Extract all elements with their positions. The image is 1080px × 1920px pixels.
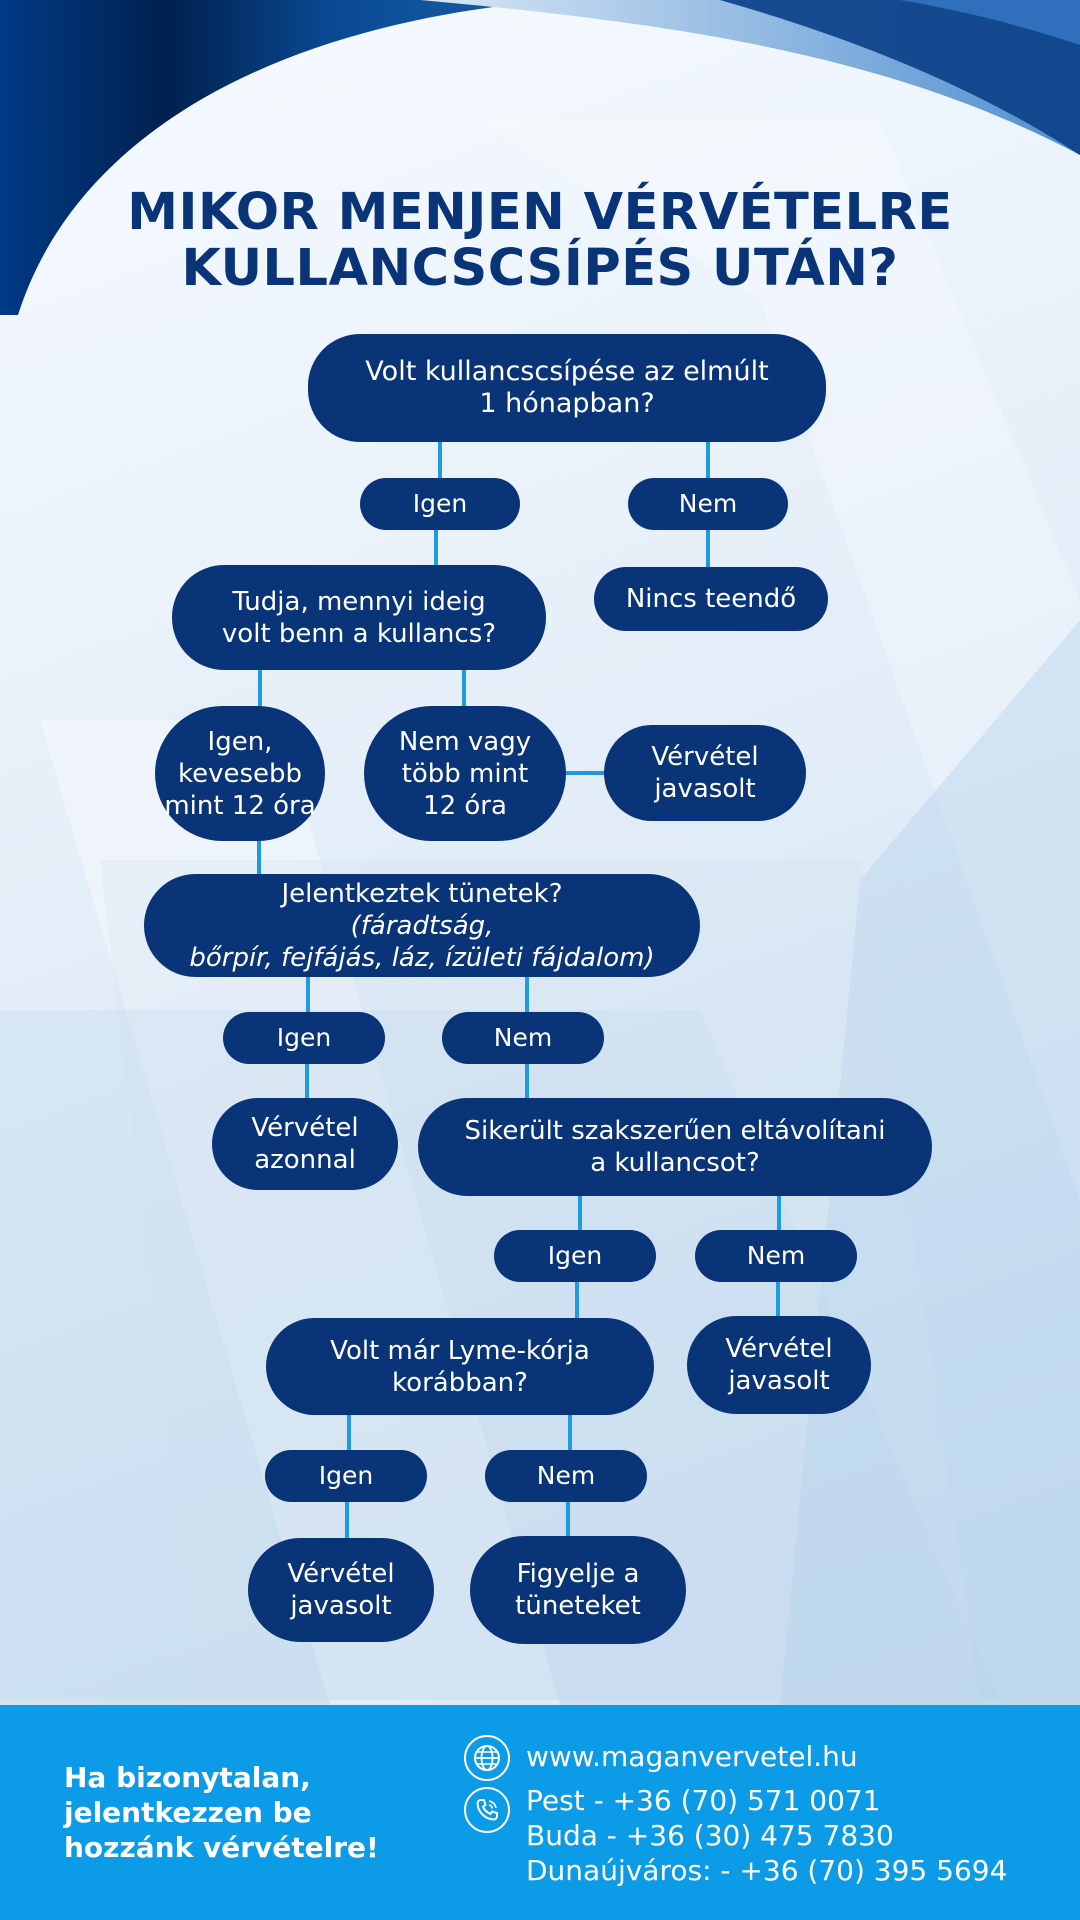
result-blood-test-recommended: Vérvétel javasolt xyxy=(687,1316,871,1414)
connector xyxy=(438,440,442,482)
answer-text: Igen, xyxy=(207,726,273,757)
connector xyxy=(706,528,710,568)
connector xyxy=(706,440,710,482)
connector xyxy=(434,528,438,566)
answer-no: Nem xyxy=(628,478,788,530)
result-text: Vérvétel xyxy=(651,742,759,772)
result-text: javasolt xyxy=(654,774,756,804)
result-blood-test-recommended: Vérvétel javasolt xyxy=(604,725,806,821)
footer: Ha bizonytalan, jelentkezzen be hozzánk … xyxy=(0,1705,1080,1920)
answer-under-12-hours: Igen, kevesebb mint 12 óra xyxy=(155,706,325,841)
answer-label: Nem xyxy=(493,1023,553,1052)
question-tick-bite: Volt kullancscsípése az elmúlt 1 hónapba… xyxy=(308,334,826,442)
cta-text: Ha bizonytalan, xyxy=(64,1761,311,1794)
connector xyxy=(525,1062,529,1100)
cta-text: hozzánk vérvételre! xyxy=(64,1831,379,1864)
answer-no: Nem xyxy=(485,1450,647,1502)
phone-icon xyxy=(464,1787,510,1833)
phone-pest[interactable]: Pest - +36 (70) 571 0071 xyxy=(526,1784,881,1817)
answer-label: Igen xyxy=(318,1461,374,1490)
connector xyxy=(258,668,262,708)
connector xyxy=(568,1413,572,1451)
question-symptoms: Jelentkeztek tünetek? (fáradtság, bőrpír… xyxy=(144,874,700,977)
answer-label: Igen xyxy=(276,1023,332,1052)
connector xyxy=(347,1413,351,1451)
globe-icon xyxy=(464,1735,510,1781)
question-text: Sikerült szakszerűen eltávolítani xyxy=(464,1116,886,1146)
footer-call-to-action: Ha bizonytalan, jelentkezzen be hozzánk … xyxy=(64,1760,424,1865)
question-text: Volt már Lyme-kórja xyxy=(330,1335,590,1366)
question-tick-removed: Sikerült szakszerűen eltávolítani a kull… xyxy=(418,1098,932,1196)
title-line-2: KULLANCSCSÍPÉS UTÁN? xyxy=(181,239,899,298)
question-text: korábban? xyxy=(392,1367,528,1398)
answer-no: Nem xyxy=(442,1012,604,1064)
answer-label: Igen xyxy=(412,489,468,518)
result-text: Vérvétel xyxy=(251,1113,359,1143)
title-line-1: MIKOR MENJEN VÉRVÉTELRE xyxy=(127,183,953,242)
result-nothing-to-do: Nincs teendő xyxy=(594,567,828,631)
result-text: Nincs teendő xyxy=(625,584,797,614)
result-text: javasolt xyxy=(728,1366,830,1396)
result-text: Vérvétel xyxy=(287,1559,395,1589)
question-text-italic: bőrpír, fejfájás, láz, ízületi fájdalom) xyxy=(189,942,655,973)
answer-yes: Igen xyxy=(360,478,520,530)
connector xyxy=(776,1280,780,1318)
cta-text: jelentkezzen be xyxy=(64,1796,312,1829)
phone-row: Pest - +36 (70) 571 0071 Buda - +36 (30)… xyxy=(464,1783,1007,1888)
question-text-italic: (fáradtság, xyxy=(350,910,494,941)
question-text: 1 hónapban? xyxy=(479,388,655,419)
answer-label: Nem xyxy=(746,1241,806,1270)
website-link[interactable]: www.maganvervetel.hu xyxy=(526,1740,858,1773)
answer-label: Igen xyxy=(547,1241,603,1270)
answer-label: Nem xyxy=(536,1461,596,1490)
result-text: azonnal xyxy=(254,1145,356,1175)
answer-no: Nem xyxy=(695,1230,857,1282)
connector xyxy=(257,838,261,875)
connector xyxy=(306,975,310,1013)
result-watch-symptoms: Figyelje a tüneteket xyxy=(470,1536,686,1644)
question-text: Jelentkeztek tünetek? xyxy=(281,878,563,909)
answer-text: több mint xyxy=(401,758,529,789)
connector xyxy=(566,771,606,775)
connector xyxy=(462,668,466,708)
website-row: www.maganvervetel.hu xyxy=(464,1735,858,1781)
question-text: Volt kullancscsípése az elmúlt xyxy=(365,356,769,387)
answer-yes: Igen xyxy=(265,1450,427,1502)
result-text: Figyelje a xyxy=(516,1559,640,1589)
question-text: Tudja, mennyi ideig xyxy=(232,586,486,617)
answer-text: 12 óra xyxy=(423,790,507,821)
connector xyxy=(777,1193,781,1231)
answer-text: Nem vagy xyxy=(398,726,532,757)
question-lyme-history: Volt már Lyme-kórja korábban? xyxy=(266,1318,654,1415)
question-text: a kullancsot? xyxy=(590,1148,760,1178)
connector xyxy=(305,1062,309,1100)
connector xyxy=(575,1280,579,1318)
connector xyxy=(566,1500,570,1540)
connector xyxy=(525,975,529,1013)
question-text: volt benn a kullancs? xyxy=(221,618,497,649)
connector xyxy=(345,1500,349,1540)
answer-yes: Igen xyxy=(494,1230,656,1282)
question-tick-duration: Tudja, mennyi ideig volt benn a kullancs… xyxy=(172,565,546,670)
result-text: javasolt xyxy=(290,1591,392,1621)
result-blood-test-recommended: Vérvétel javasolt xyxy=(248,1538,434,1642)
connector xyxy=(578,1193,582,1231)
answer-label: Nem xyxy=(678,489,738,518)
page-title: MIKOR MENJEN VÉRVÉTELRE KULLANCSCSÍPÉS U… xyxy=(0,185,1080,297)
phone-dunaujvaros[interactable]: Dunaújváros: - +36 (70) 395 5694 xyxy=(526,1854,1008,1887)
answer-over-12-hours: Nem vagy több mint 12 óra xyxy=(364,706,566,841)
result-text: tüneteket xyxy=(515,1591,641,1621)
answer-text: mint 12 óra xyxy=(164,790,316,821)
answer-text: kevesebb xyxy=(177,758,303,789)
result-text: Vérvétel xyxy=(725,1334,833,1364)
phone-buda[interactable]: Buda - +36 (30) 475 7830 xyxy=(526,1819,894,1852)
result-blood-test-immediately: Vérvétel azonnal xyxy=(212,1098,398,1190)
phone-list: Pest - +36 (70) 571 0071 Buda - +36 (30)… xyxy=(526,1783,1007,1888)
answer-yes: Igen xyxy=(223,1012,385,1064)
